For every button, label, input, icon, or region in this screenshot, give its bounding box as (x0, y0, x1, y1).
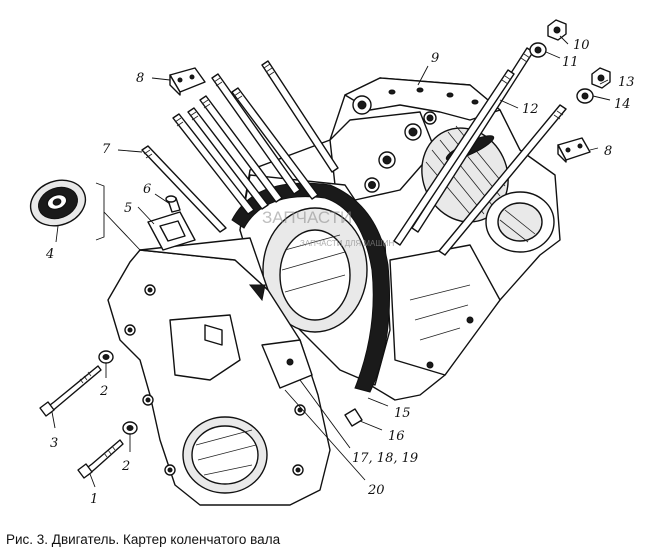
callout-3: 3 (50, 436, 58, 451)
gasket-plate-5 (147, 211, 196, 251)
washer-14 (576, 88, 594, 104)
callout-17-18-19: 17, 18, 19 (352, 451, 418, 466)
callout-9: 9 (431, 51, 439, 66)
callout-16: 16 (388, 429, 405, 444)
callout-5: 5 (124, 201, 132, 216)
bracket-8-right (557, 137, 591, 163)
callout-10: 10 (573, 38, 590, 53)
figure-caption: Рис. 3. Двигатель. Картер коленчатого ва… (6, 532, 281, 547)
callout-2-upper: 2 (99, 384, 108, 399)
svg-text:ЗАПЧАСТИ: ЗАПЧАСТИ (262, 208, 352, 227)
callout-13: 13 (618, 75, 635, 90)
nut-13 (591, 67, 611, 89)
callout-11: 11 (562, 55, 579, 70)
screw-6 (165, 195, 181, 213)
nut-10 (547, 19, 567, 41)
washer-2-lower (122, 421, 138, 435)
front-cover (107, 237, 331, 506)
group-bracket (95, 182, 105, 241)
callout-labels: 1 2 2 3 4 5 6 7 8 8 9 10 11 12 13 14 15 … (45, 38, 635, 507)
callout-1: 1 (90, 492, 98, 507)
bracket-8-left (169, 67, 206, 96)
callout-12: 12 (522, 102, 539, 117)
callout-6: 6 (143, 182, 151, 197)
dowel-pin-16 (344, 408, 363, 427)
callout-7: 7 (102, 142, 111, 157)
crankcase-block (239, 77, 561, 401)
callout-4: 4 (45, 247, 54, 262)
bolt-1 (77, 439, 124, 479)
leader-lines (51, 35, 611, 488)
callout-8-right: 8 (604, 144, 612, 159)
washer-11 (529, 42, 547, 58)
callout-8-left: 8 (136, 71, 144, 86)
callout-20: 20 (367, 483, 385, 498)
seal-washer-4 (29, 179, 87, 227)
callout-14: 14 (614, 97, 631, 112)
cylinder-head-studs (141, 47, 567, 256)
callout-2-lower: 2 (121, 459, 130, 474)
callout-15: 15 (394, 406, 411, 421)
watermark: ЗАПЧАСТИ ЗАПЧАСТИ ДЛЯ МАШИН (262, 208, 394, 248)
bolt-3 (39, 365, 102, 417)
svg-text:ЗАПЧАСТИ ДЛЯ МАШИН: ЗАПЧАСТИ ДЛЯ МАШИН (300, 239, 394, 248)
washer-2-upper (98, 350, 114, 364)
